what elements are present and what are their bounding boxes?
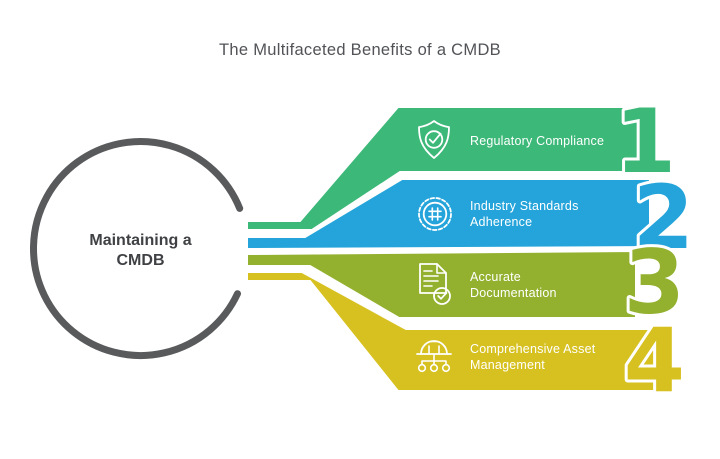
center-label-line2: CMDB <box>116 251 165 269</box>
number-2: 2 <box>633 166 694 269</box>
banner-4-label: Comprehensive Asset Management <box>470 342 596 372</box>
banner-3-ribbon <box>246 249 637 319</box>
banner-1-ribbon <box>246 106 649 231</box>
hardhat-hierarchy-icon <box>416 340 452 373</box>
number-4: 4 <box>624 309 685 412</box>
banner-2-label: Industry Standards Adherence <box>470 199 579 229</box>
banner-3-label: Accurate Documentation <box>470 270 557 300</box>
shield-check-icon <box>418 120 450 159</box>
document-check-icon <box>419 263 451 305</box>
number-3: 3 <box>624 231 685 334</box>
badge-hash-icon <box>418 197 452 231</box>
banner-2-ribbon <box>246 178 651 251</box>
center-circle <box>30 138 244 360</box>
number-1: 1 <box>615 90 676 193</box>
center-circle-label: Maintaining a CMDB <box>33 231 248 270</box>
page-title: The Multifaceted Benefits of a CMDB <box>219 41 501 59</box>
center-label-line1: Maintaining a <box>89 232 192 249</box>
banner-1-label: Regulatory Compliance <box>470 134 605 148</box>
banner-4-ribbon <box>246 271 657 392</box>
